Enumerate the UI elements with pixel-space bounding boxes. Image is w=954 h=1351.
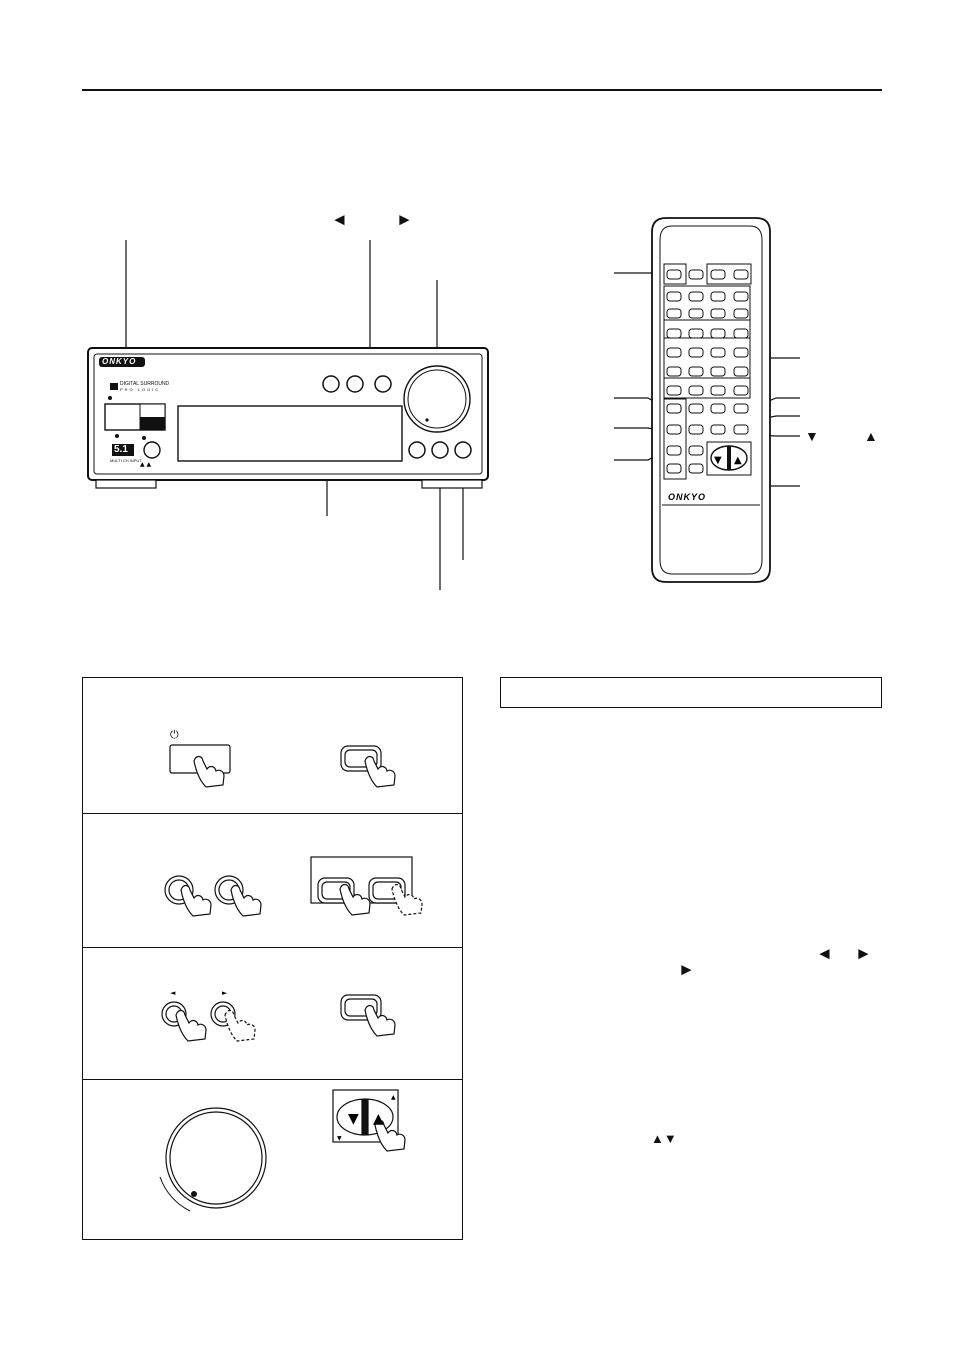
text-left-arrow: ◄ xyxy=(816,944,833,963)
up-arrow-label: ▲ xyxy=(864,428,878,444)
svg-text:ONKYO: ONKYO xyxy=(668,492,706,502)
text-right-arrow-2: ► xyxy=(678,960,695,979)
svg-text:◄: ◄ xyxy=(170,989,176,997)
svg-text:▲ ▲: ▲ ▲ xyxy=(140,461,152,468)
down-arrow-label: ▼ xyxy=(805,428,819,444)
svg-text:►: ► xyxy=(222,989,228,997)
receiver-illustration: ▲ ▲ xyxy=(87,240,489,590)
svg-text:▼: ▼ xyxy=(337,1135,342,1142)
receiver-display-caption: MULTI CH INPUT xyxy=(110,458,142,463)
remote-illustration: ▼ ▲ ONKYO xyxy=(614,217,800,583)
svg-text:▲: ▲ xyxy=(734,455,742,466)
left-arrow-label: ◄ xyxy=(331,210,348,229)
step-divider xyxy=(83,947,462,948)
receiver-badge-top: DIGITAL SURROUND xyxy=(120,381,170,387)
steps-illustrations: ◄ ► ▼ ▲ ▲ ▼ xyxy=(159,744,423,1212)
receiver-display-digits: 5.1 xyxy=(114,444,128,455)
step-divider xyxy=(83,1079,462,1080)
svg-text:▼: ▼ xyxy=(348,1111,359,1127)
text-updown-arrows: ▲▼ xyxy=(651,1131,677,1146)
steps-panel xyxy=(82,677,463,1240)
standby-symbol: ⏻ xyxy=(170,729,179,741)
receiver-badge-sub: PRO LOGIC xyxy=(120,387,161,392)
svg-text:▲: ▲ xyxy=(391,1094,396,1101)
svg-text:▲: ▲ xyxy=(373,1111,384,1127)
svg-text:▼: ▼ xyxy=(714,455,722,466)
text-right-arrow: ► xyxy=(855,944,872,963)
step-divider xyxy=(83,813,462,814)
receiver-brand: ONKYO xyxy=(102,357,137,366)
right-arrow-label: ► xyxy=(396,210,413,229)
header-rule xyxy=(82,89,882,91)
section-header-box xyxy=(500,677,882,708)
